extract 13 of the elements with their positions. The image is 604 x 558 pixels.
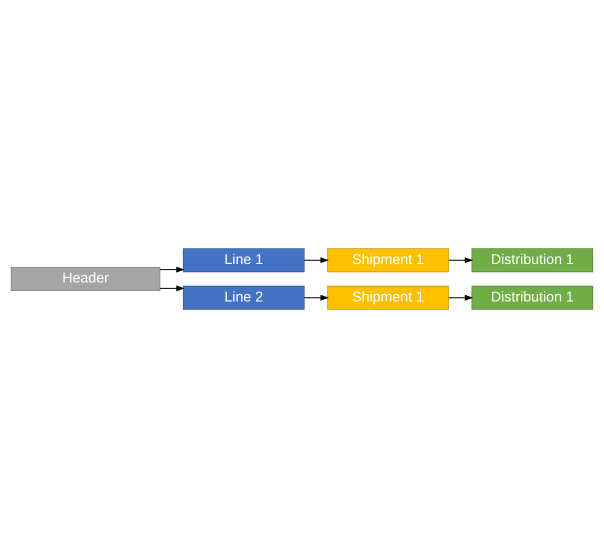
arrow xyxy=(448,294,474,301)
node-box: Shipment 1 xyxy=(327,286,449,310)
node-box: Distribution 1 xyxy=(472,248,594,272)
arrow xyxy=(304,294,329,301)
node-box: Distribution 1 xyxy=(472,286,594,310)
arrow xyxy=(160,266,185,273)
node-box: Header xyxy=(10,267,160,291)
arrow xyxy=(448,257,474,264)
node-box: Shipment 1 xyxy=(327,248,449,272)
node-box: Line 2 xyxy=(182,286,305,310)
arrow xyxy=(160,285,185,292)
node-box: Line 1 xyxy=(182,248,305,272)
arrow xyxy=(304,257,329,264)
